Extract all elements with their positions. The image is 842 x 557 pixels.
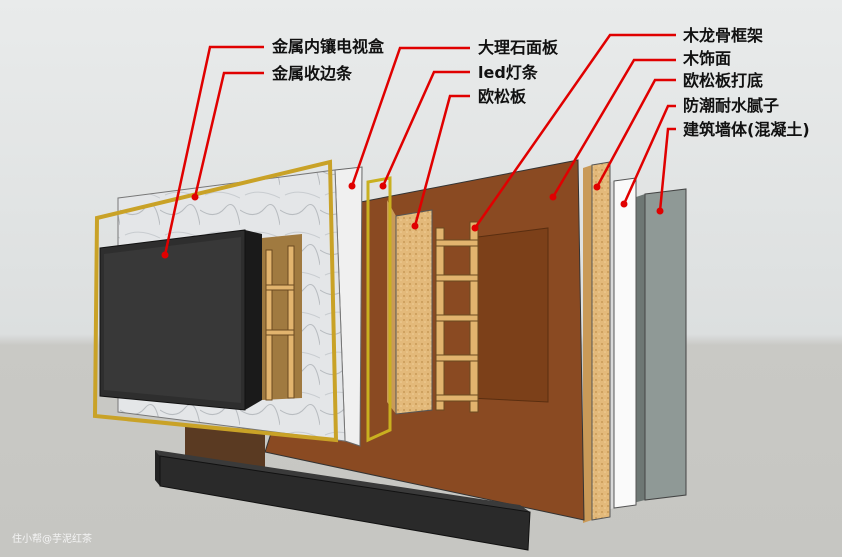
label-veneer: 木饰面 bbox=[682, 49, 731, 68]
label-wall: 建筑墙体(混凝土) bbox=[683, 120, 810, 139]
label-putty: 防潮耐水腻子 bbox=[683, 96, 779, 115]
leader-lines bbox=[161, 33, 676, 259]
osb-layer bbox=[387, 200, 433, 415]
metal-edge-strip bbox=[92, 159, 339, 443]
osb-base-layer bbox=[583, 161, 611, 523]
label-tv-box: 金属内镶电视盒 bbox=[271, 37, 385, 56]
label-keel: 木龙骨框架 bbox=[682, 26, 763, 45]
base-plinth bbox=[155, 425, 531, 551]
led-strip-frame bbox=[366, 176, 392, 443]
label-osb: 欧松板 bbox=[478, 87, 527, 106]
label-osb-base: 欧松板打底 bbox=[683, 71, 763, 90]
label-led: led灯条 bbox=[478, 63, 539, 82]
tv-box bbox=[99, 229, 262, 411]
wood-keel-frame bbox=[435, 221, 479, 413]
concrete-wall-layer bbox=[633, 188, 687, 503]
label-marble: 大理石面板 bbox=[478, 38, 559, 57]
watermark: 住小帮@芋泥红茶 bbox=[12, 532, 92, 545]
label-metal-edge: 金属收边条 bbox=[271, 64, 353, 83]
